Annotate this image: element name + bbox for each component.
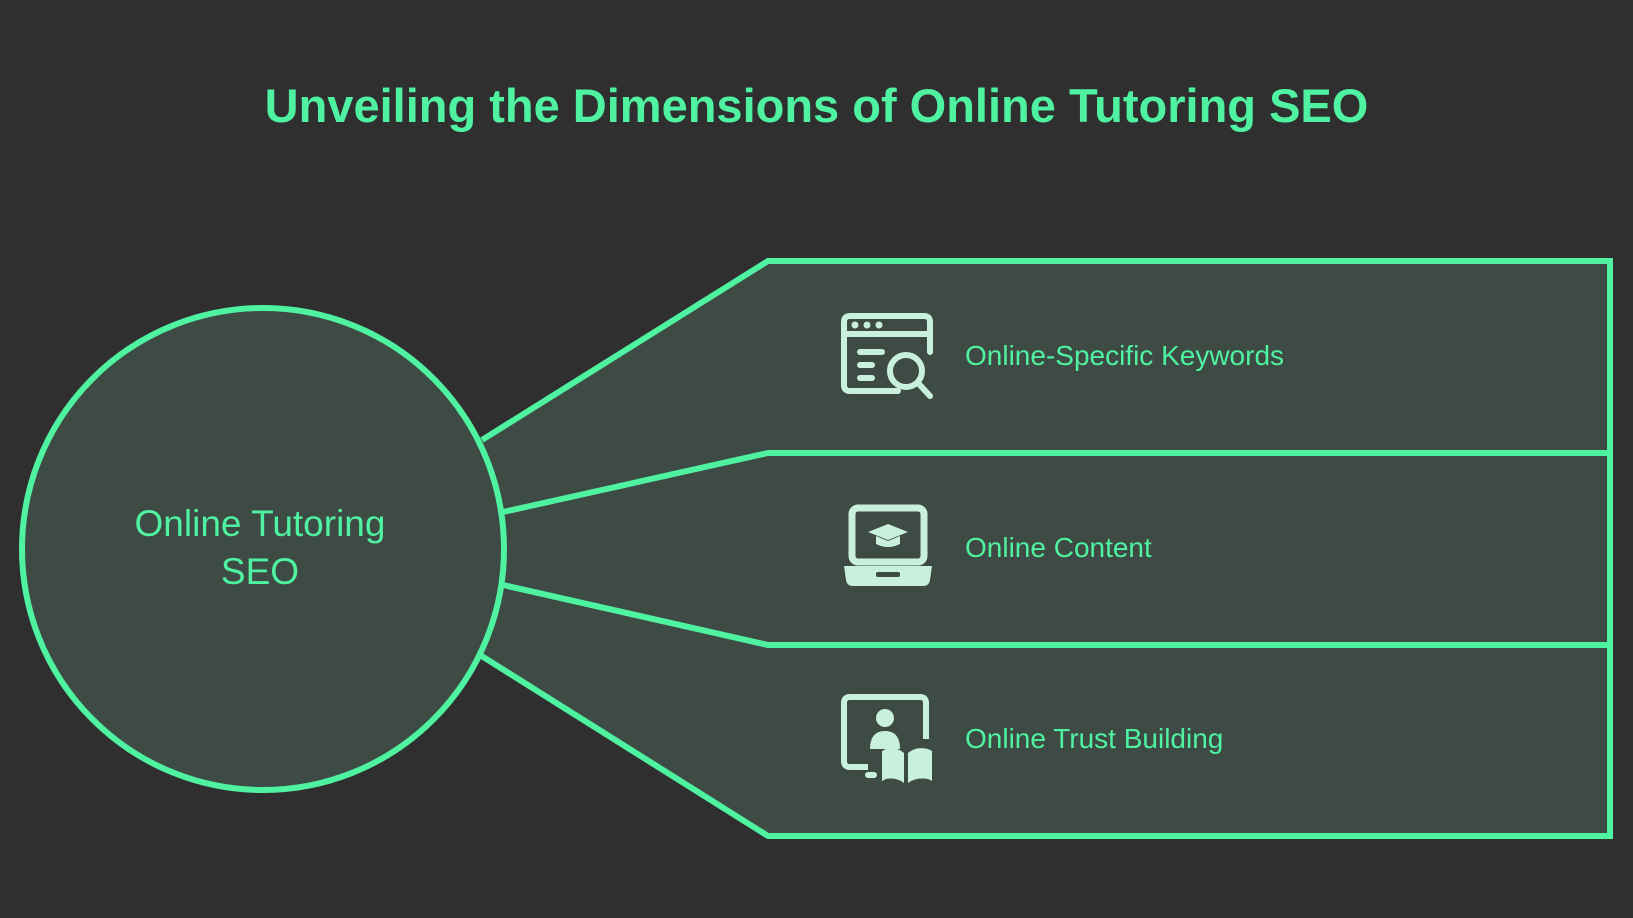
center-label-line1: Online Tutoring: [134, 503, 386, 544]
web-search-icon: [841, 313, 933, 399]
branch-label-trust: Online Trust Building: [965, 723, 1224, 754]
center-circle: [19, 305, 507, 793]
branch-label-keywords: Online-Specific Keywords: [965, 340, 1285, 371]
branch-outlines: [478, 258, 1613, 839]
online-teacher-book-icon: [841, 694, 932, 783]
page-title: Unveiling the Dimensions of Online Tutor…: [264, 79, 1369, 132]
branch-label-content: Online Content: [965, 532, 1152, 563]
center-label-line2: SEO: [220, 551, 300, 592]
branch-panel-keywords: [482, 261, 1610, 512]
laptop-graduation-cap-icon: [844, 504, 932, 586]
center-label: Online Tutoring SEO: [60, 500, 460, 596]
branch-panel-content: [503, 453, 1610, 645]
